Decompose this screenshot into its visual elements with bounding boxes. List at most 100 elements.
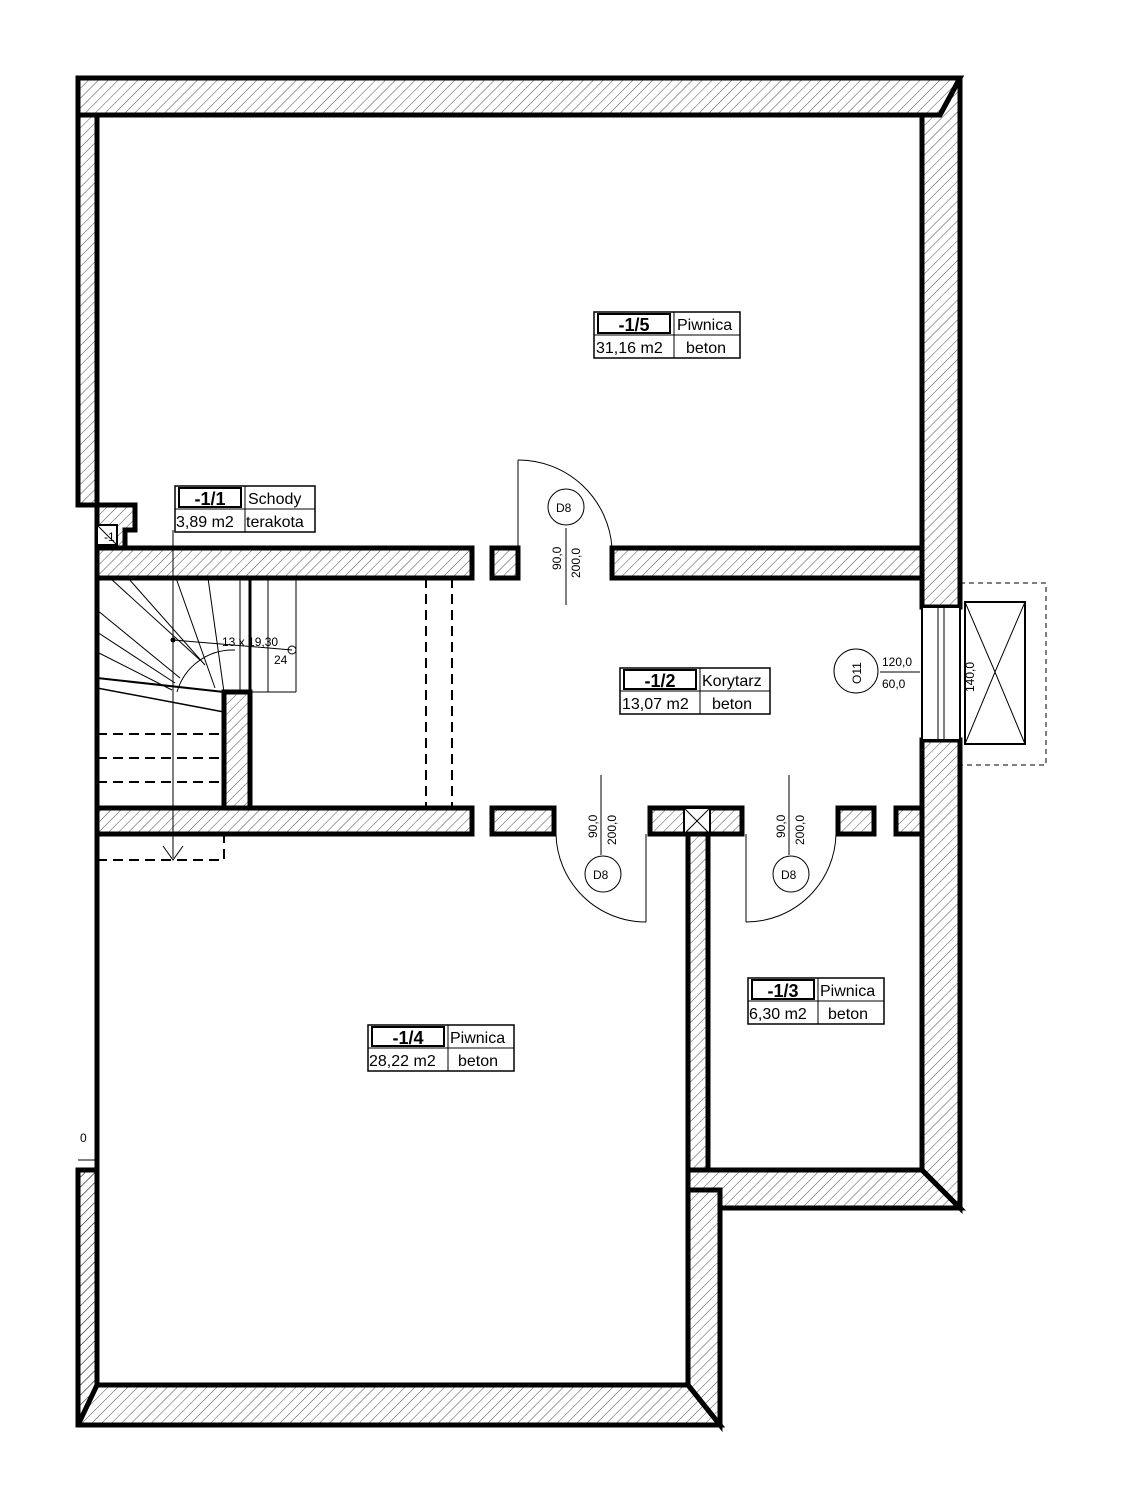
room-name: Korytarz xyxy=(702,673,762,690)
room-area: 31,16 m2 xyxy=(596,340,663,357)
window-code: O11 xyxy=(850,662,864,684)
room-area: 28,22 m2 xyxy=(369,1053,436,1070)
chimney: -1 xyxy=(94,502,138,551)
door-br-code: D8 xyxy=(781,868,797,882)
wall-upper-left xyxy=(94,545,475,581)
wall-south-right xyxy=(685,1167,967,1211)
stair-core-wall xyxy=(221,689,253,811)
door-bl-height: 200,0 xyxy=(605,815,619,845)
wall-east-lower xyxy=(919,737,963,1215)
door-bl-code: D8 xyxy=(593,868,609,882)
room-tag-r14: -1/4 Piwnica 28,22 m2 beton xyxy=(367,1024,515,1072)
room-area: 6,30 m2 xyxy=(749,1006,807,1023)
room-tag-number-box xyxy=(623,669,697,690)
window-opening xyxy=(921,606,961,741)
stairs: 13 x 19,30 24 xyxy=(96,530,297,861)
pier-lower-right xyxy=(835,805,877,837)
pier-lower-east xyxy=(893,805,925,837)
wall-south xyxy=(75,1167,726,1428)
wall-lower-left xyxy=(94,805,475,837)
stair-landing-edge-1 xyxy=(96,677,225,693)
interior-walls xyxy=(94,545,925,1173)
wall-west-lower xyxy=(75,1167,100,1427)
wall-upper-right xyxy=(609,545,925,581)
room-number: -1/5 xyxy=(618,315,649,335)
room-tag-number-box xyxy=(178,487,242,508)
room-number: -1/3 xyxy=(767,981,798,1001)
door-br-width: 90,0 xyxy=(774,814,788,838)
room-tag-number-box xyxy=(751,979,815,1000)
stair-tread-diag-1 xyxy=(207,577,225,693)
stair-spec: 13 x 19,30 xyxy=(222,635,278,649)
room-tag-number-box xyxy=(371,1026,445,1047)
window: O11 120,0 60,0 140,0 xyxy=(833,582,1047,766)
door-bottom-right: D8 90,0 200,0 xyxy=(745,775,837,923)
light-well-slope-bottom xyxy=(964,670,1026,745)
stair-winder-3 xyxy=(96,609,181,679)
door-top-width: 90,0 xyxy=(550,546,564,570)
outer-walls: 0 xyxy=(75,75,967,1433)
stair-hidden-outline xyxy=(97,834,225,861)
opening-dashes xyxy=(425,578,453,808)
room-number: -1/4 xyxy=(392,1028,423,1048)
door-br-tag xyxy=(772,855,810,893)
edge-mark-label: 0 xyxy=(80,1131,87,1145)
door-bl-tag xyxy=(584,855,622,893)
door-br-height: 200,0 xyxy=(793,815,807,845)
pier-upper xyxy=(489,545,521,581)
light-well-slope-top xyxy=(964,601,1026,674)
room-name: Piwnica xyxy=(820,983,875,1000)
door-top-height: 200,0 xyxy=(569,548,583,578)
chimney-flue-cross xyxy=(96,524,118,546)
window-height: 60,0 xyxy=(882,677,906,691)
window-width: 120,0 xyxy=(882,655,912,669)
room-floor: beton xyxy=(712,696,752,713)
room-tag-r11: -1/1 Schody 3,89 m2 terakota xyxy=(174,485,316,533)
door-top-tag xyxy=(547,488,585,526)
room-tag-r13: -1/3 Piwnica 6,30 m2 beton xyxy=(747,977,885,1025)
window-tag-circle xyxy=(833,648,879,694)
door-br-swing xyxy=(745,833,837,923)
stair-spec-leader xyxy=(172,639,293,651)
room-name: Piwnica xyxy=(677,317,732,334)
room-area: 13,07 m2 xyxy=(622,696,689,713)
wall-north xyxy=(75,75,965,118)
room-name: Schody xyxy=(248,491,301,508)
door-bl-swing xyxy=(555,833,647,923)
stair-tread-diag-2 xyxy=(175,577,216,689)
room-floor: terakota xyxy=(246,514,304,531)
door-top-swing xyxy=(517,459,613,549)
room-area: 3,89 m2 xyxy=(176,514,234,531)
window-light-well xyxy=(959,582,1047,766)
stair-depth: 24 xyxy=(274,653,288,667)
wall-storage-west xyxy=(685,831,711,1173)
stair-spec-end xyxy=(287,645,297,655)
door-bottom-left: D8 90,0 200,0 xyxy=(555,775,647,923)
stair-walkline-arc xyxy=(176,649,236,693)
stair-winder-5 xyxy=(96,651,173,691)
stair-winder-4 xyxy=(96,631,176,684)
wall-east-upper xyxy=(919,76,963,610)
stair-winder-2 xyxy=(127,577,206,666)
room-floor: beton xyxy=(686,340,726,357)
wall-lower-mid xyxy=(489,805,557,837)
stair-arrow-head xyxy=(162,845,184,861)
chimney-label: -1 xyxy=(104,530,115,544)
door-top-code: D8 xyxy=(556,501,572,515)
stair-landing-edge-2 xyxy=(96,687,225,713)
room-number: -1/1 xyxy=(194,489,225,509)
room-floor: beton xyxy=(458,1053,498,1070)
room-name: Piwnica xyxy=(450,1030,505,1047)
vent-shaft-cross-b xyxy=(683,807,711,835)
stair-winder-1 xyxy=(109,577,201,661)
door-top: D8 90,0 200,0 xyxy=(517,459,613,605)
window-sill: 140,0 xyxy=(963,662,977,692)
room-tag-number-box xyxy=(597,313,671,334)
room-number: -1/2 xyxy=(644,671,675,691)
door-bl-width: 90,0 xyxy=(586,814,600,838)
room-floor: beton xyxy=(828,1006,868,1023)
room-tag-r15: -1/5 Piwnica 31,16 m2 beton xyxy=(593,311,741,359)
room-tag-r12: -1/2 Korytarz 13,07 m2 beton xyxy=(619,667,771,715)
wall-west-upper xyxy=(75,112,100,508)
